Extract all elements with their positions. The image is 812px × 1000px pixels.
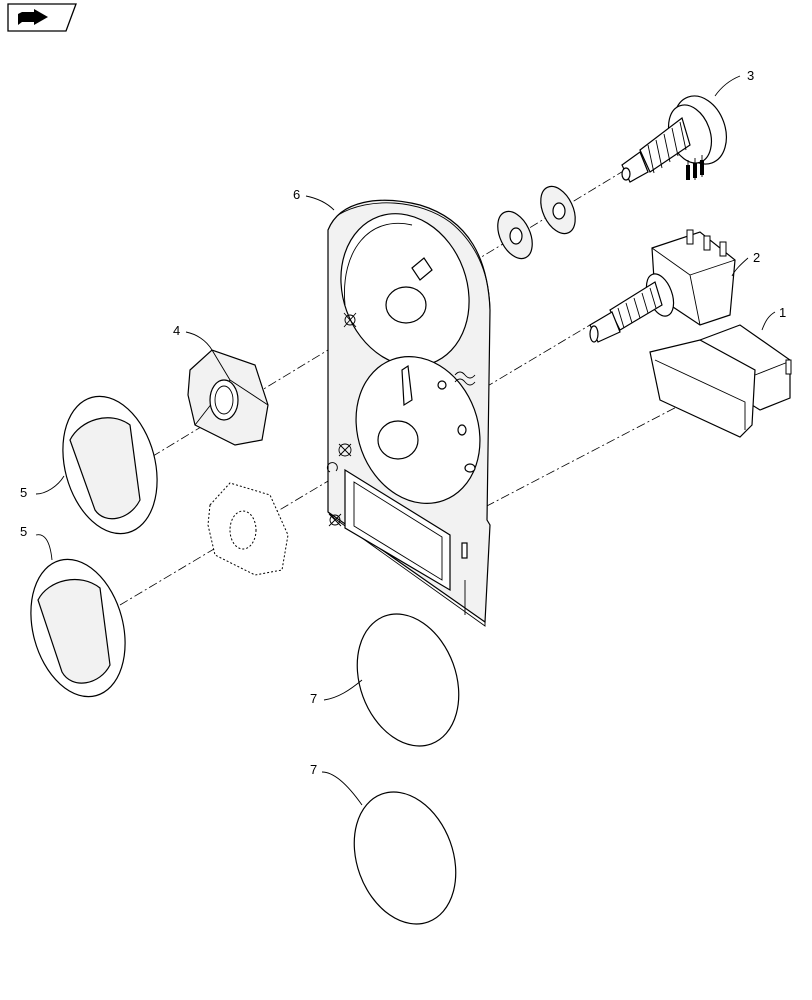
forward-arrow-icon [18, 9, 48, 25]
part-4-phantom-nut [207, 482, 289, 576]
part-6-panel-edge [337, 202, 491, 313]
part-5-knob-lower [30, 558, 126, 698]
part-7-lens-lower [353, 791, 457, 925]
callout-5-upper: 5 [20, 485, 27, 500]
washer-pair [497, 185, 576, 260]
callout-5-lower: 5 [20, 524, 27, 539]
part-2-rotary-switch [589, 229, 736, 343]
part-3-potentiometer [621, 95, 727, 183]
part-4-hex-nut [187, 349, 269, 446]
part-1-rocker-switch [649, 324, 792, 438]
part-7-lens-upper [356, 613, 460, 747]
part-6-control-panel [326, 199, 491, 627]
callout-1: 1 [779, 305, 786, 320]
callout-4: 4 [173, 323, 180, 338]
part-5-knob-upper [62, 395, 158, 535]
callout-3: 3 [747, 68, 754, 83]
callout-2: 2 [753, 250, 760, 265]
callout-7-lower: 7 [310, 762, 317, 777]
nav-forward-button[interactable] [7, 3, 77, 32]
callout-6: 6 [293, 187, 300, 202]
callout-7-upper: 7 [310, 691, 317, 706]
callout-leaders [35, 75, 776, 806]
